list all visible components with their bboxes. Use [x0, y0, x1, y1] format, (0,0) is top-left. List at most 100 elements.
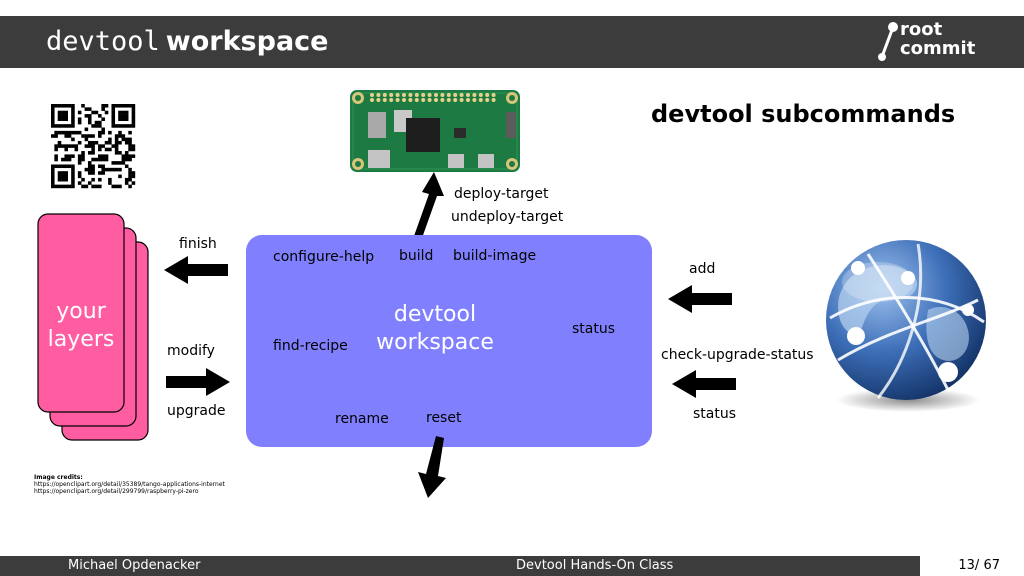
qr-module [121, 104, 126, 108]
qr-module [101, 130, 105, 135]
qr-module [71, 124, 75, 128]
qr-module [131, 110, 136, 115]
qr-module [64, 130, 68, 135]
image-credits: Image credits: https://openclipart.org/d… [34, 474, 225, 495]
workspace-title-line2: workspace [376, 330, 494, 355]
qr-module [57, 114, 62, 118]
qr-module [121, 110, 126, 115]
qr-module [84, 127, 89, 132]
qr-module [131, 107, 136, 111]
qr-module [54, 104, 58, 108]
logo-pin-icon [878, 22, 898, 61]
credits-link-globe[interactable]: https://openclipart.org/detail/35389/tan… [34, 481, 225, 488]
qr-module [91, 177, 95, 182]
qr-module [77, 171, 82, 175]
qr-module [64, 117, 68, 121]
qr-module [67, 124, 72, 128]
gpio-pin [466, 98, 470, 102]
qr-module [111, 144, 116, 148]
qr-module [108, 137, 112, 142]
title-subcommand: workspace [165, 26, 329, 57]
gpio-pin [453, 93, 458, 97]
qr-module [101, 127, 105, 132]
qr-module [64, 104, 68, 108]
qr-module [131, 154, 136, 158]
logo-line-root: root [900, 19, 943, 40]
gpio-pin [382, 93, 387, 97]
qr-module [124, 154, 129, 158]
qr-module [87, 181, 92, 185]
qr-module [91, 124, 95, 128]
gpio-pin [478, 93, 483, 97]
qr-module [67, 157, 72, 162]
label-undeploy-target: undeploy-target [451, 209, 564, 225]
qr-module [101, 164, 105, 169]
qr-module [91, 134, 95, 138]
qr-module [77, 117, 82, 121]
qr-module [114, 140, 119, 145]
qr-module [74, 144, 79, 148]
qr-module [124, 177, 129, 182]
gpio-pin [427, 93, 432, 97]
qr-module [128, 137, 132, 142]
qr-module [57, 117, 62, 121]
qr-module [61, 114, 65, 118]
arrow-finish-left [164, 256, 228, 284]
gpio-pin [459, 93, 464, 97]
devtool-workspace-box [246, 235, 652, 447]
qr-module [67, 134, 72, 138]
qr-module [124, 164, 129, 169]
qr-module [64, 124, 68, 128]
qr-module [118, 184, 122, 189]
cmd-configure-help: configure-help [273, 249, 375, 265]
gpio-pin [427, 98, 432, 102]
gpio-pin [434, 98, 438, 102]
qr-module [94, 110, 99, 115]
qr-module [128, 177, 132, 182]
qr-module [87, 134, 92, 138]
qr-module [104, 157, 109, 162]
root-commit-logo: root commit [876, 20, 986, 64]
qr-module [61, 124, 65, 128]
qr-module [64, 171, 68, 175]
qr-module [54, 124, 58, 128]
label-upgrade: upgrade [167, 403, 226, 419]
qr-module [118, 130, 122, 135]
qr-module [51, 107, 55, 111]
gpio-pin [446, 98, 451, 102]
qr-module [57, 140, 62, 145]
gpio-pin [459, 98, 464, 102]
credits-link-board[interactable]: https://openclipart.org/detail/299799/ra… [34, 488, 199, 495]
qr-module [54, 144, 58, 148]
qr-module [57, 184, 62, 189]
qr-module [98, 157, 102, 162]
qr-module [98, 164, 102, 169]
qr-module [101, 144, 105, 148]
qr-module [77, 120, 82, 125]
qr-code-icon [51, 104, 136, 189]
qr-module [104, 167, 109, 172]
qr-module [64, 184, 68, 189]
qr-module [114, 161, 119, 165]
qr-module [71, 107, 75, 111]
qr-module [71, 184, 75, 189]
qr-module [121, 137, 126, 142]
gpio-pin [466, 93, 470, 97]
qr-module [98, 114, 102, 118]
your-layers-stack [37, 213, 149, 441]
qr-module [104, 154, 109, 158]
gpio-pin [485, 93, 490, 97]
qr-module [64, 174, 68, 179]
qr-module [91, 157, 95, 162]
gpio-pin [370, 93, 374, 97]
qr-module [118, 151, 122, 155]
qr-module [111, 120, 116, 125]
qr-module [108, 130, 112, 135]
qr-module [98, 144, 102, 148]
qr-module [87, 120, 92, 125]
qr-module [71, 130, 75, 135]
qr-module [98, 130, 102, 135]
qr-module [54, 164, 58, 169]
qr-module [51, 117, 55, 121]
